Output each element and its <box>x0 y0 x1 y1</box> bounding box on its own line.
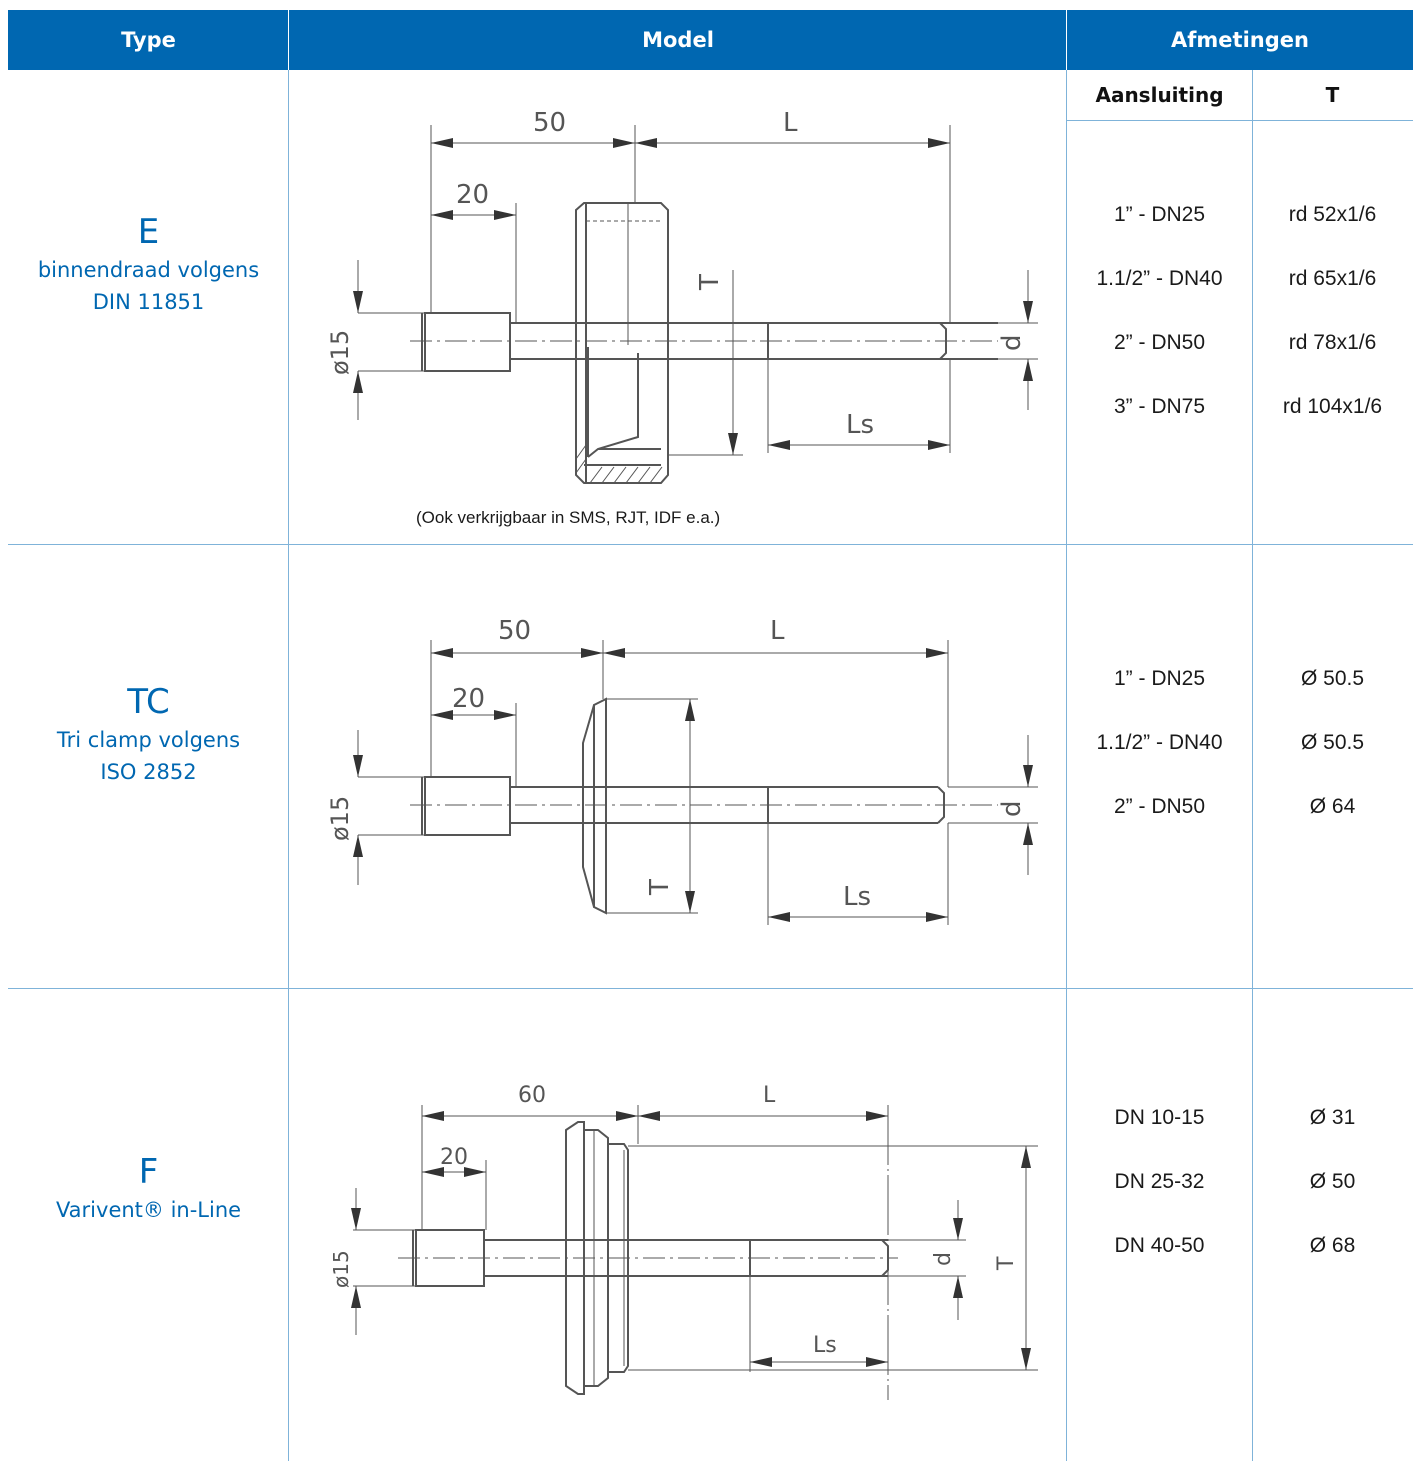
dim-b: 20 <box>452 684 485 714</box>
subheader-t: T <box>1325 83 1340 107</box>
t-value: Ø 50 <box>1309 1170 1356 1193</box>
drawing-tc: 50 L 20 Ls T d ø15 <box>326 616 1038 925</box>
type-description: Tri clamp volgens <box>56 728 241 752</box>
dim-t: T <box>695 274 725 291</box>
dim-dia: ø15 <box>326 796 354 841</box>
t-value: rd 65x1/6 <box>1288 267 1377 290</box>
header-type: Type <box>8 10 289 70</box>
type-description: Varivent® in-Line <box>55 1198 242 1222</box>
connection-value: 3” - DN75 <box>1113 395 1206 418</box>
type-description: binnendraad volgens <box>37 258 260 282</box>
header-divider <box>1066 10 1067 70</box>
dim-dia: ø15 <box>329 1250 353 1288</box>
dim-d: d <box>931 1252 956 1266</box>
t-value: Ø 50.5 <box>1300 731 1365 754</box>
connection-value: DN 40-50 <box>1114 1234 1205 1257</box>
type-cell-f: F Varivent® in-Line <box>8 1150 289 1226</box>
subheader-divider <box>1067 120 1413 121</box>
availability-note: (Ook verkrijgbaar in SMS, RJT, IDF e.a.) <box>416 508 721 527</box>
column-divider <box>1066 70 1067 1461</box>
dim-l: L <box>763 1083 776 1108</box>
drawing-f: 60 L 20 Ls T d ø15 <box>329 1083 1038 1400</box>
type-cell-tc: TC Tri clamp volgens ISO 2852 <box>8 680 289 788</box>
drawing-e: 50 L 20 Ls T d ø15 <box>326 108 1038 484</box>
t-value: Ø 68 <box>1309 1234 1356 1257</box>
type-code: TC <box>127 682 170 722</box>
connection-value: 2” - DN50 <box>1113 331 1206 354</box>
row-divider <box>8 544 1413 545</box>
header-dimensions: Afmetingen <box>1067 10 1413 70</box>
connection-value: DN 10-15 <box>1114 1106 1205 1129</box>
connection-value: 1” - DN25 <box>1113 667 1206 690</box>
type-standard: DIN 11851 <box>92 290 205 314</box>
dim-d: d <box>997 334 1027 351</box>
dim-a: 50 <box>533 108 566 138</box>
type-code: F <box>138 1152 159 1192</box>
dim-d: d <box>997 800 1027 817</box>
type-cell-e: E binnendraad volgens DIN 11851 <box>8 210 289 318</box>
dim-ls: Ls <box>846 410 874 440</box>
dim-b: 20 <box>456 180 489 210</box>
dim-t: T <box>994 1256 1019 1271</box>
dim-b: 20 <box>440 1145 468 1170</box>
t-value: Ø 31 <box>1309 1106 1356 1129</box>
t-value: Ø 50.5 <box>1300 667 1365 690</box>
t-value: rd 78x1/6 <box>1288 331 1377 354</box>
type-code: E <box>137 212 160 252</box>
row-divider <box>8 988 1413 989</box>
dim-l: L <box>783 108 798 138</box>
header-divider <box>288 10 289 70</box>
connection-value: 1” - DN25 <box>1113 203 1206 226</box>
column-divider <box>1252 70 1253 1461</box>
connection-value: 1.1/2” - DN40 <box>1096 267 1223 290</box>
dim-a: 60 <box>518 1083 546 1108</box>
dim-l: L <box>770 616 785 646</box>
dim-a: 50 <box>498 616 531 646</box>
connection-value: 1.1/2” - DN40 <box>1096 731 1223 754</box>
subheader-connection: Aansluiting <box>1095 83 1224 107</box>
t-value: rd 104x1/6 <box>1282 395 1383 418</box>
dim-t: T <box>645 879 675 896</box>
dim-ls: Ls <box>813 1333 837 1358</box>
dim-ls: Ls <box>843 882 871 912</box>
column-divider <box>288 70 289 1461</box>
connection-value: 2” - DN50 <box>1113 795 1206 818</box>
header-model: Model <box>289 10 1067 70</box>
t-value: Ø 64 <box>1309 795 1356 818</box>
dim-dia: ø15 <box>326 330 354 375</box>
connection-value: DN 25-32 <box>1114 1170 1205 1193</box>
type-standard: ISO 2852 <box>100 760 197 784</box>
spec-table: Type Model Afmetingen Aansluiting T E bi… <box>8 10 1413 1461</box>
t-value: rd 52x1/6 <box>1288 203 1377 226</box>
